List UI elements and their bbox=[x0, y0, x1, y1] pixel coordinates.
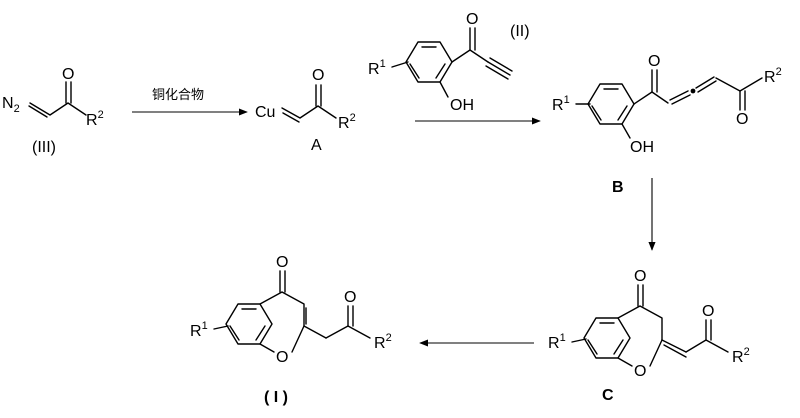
r2-group: R2 bbox=[374, 332, 392, 352]
r1-group: R1 bbox=[548, 332, 566, 352]
compound-ynone: O OH R1 (II) bbox=[368, 11, 530, 114]
arrow-step-1: 铜化合物 bbox=[132, 88, 248, 116]
r2-group: R2 bbox=[732, 346, 750, 366]
compound-label-B: B bbox=[612, 179, 624, 196]
compound-label-A: A bbox=[311, 137, 322, 154]
side-chain-oxygen: O bbox=[344, 289, 356, 306]
ketone-oxygen-2: O bbox=[736, 111, 748, 128]
hydroxyl-group: OH bbox=[450, 97, 474, 114]
r1-group: R1 bbox=[190, 320, 208, 340]
compound-copper-carbene: O Cu R2 A bbox=[255, 67, 356, 154]
r1-group: R1 bbox=[368, 58, 386, 78]
ring-oxygen: O bbox=[634, 363, 646, 380]
compound-chromone: O O O R1 R2 ( I ) bbox=[190, 254, 392, 406]
carbonyl-oxygen: O bbox=[62, 66, 74, 83]
copper-label: Cu bbox=[255, 104, 275, 121]
r2-group: R2 bbox=[86, 109, 104, 129]
carbonyl-oxygen: O bbox=[466, 11, 478, 28]
r2-group: R2 bbox=[338, 112, 356, 132]
side-chain-oxygen: O bbox=[702, 303, 714, 320]
compound-label-II: (II) bbox=[510, 23, 530, 40]
ketone-oxygen: O bbox=[276, 254, 288, 271]
r1-group: R1 bbox=[552, 94, 570, 114]
reagent-label: 铜化合物 bbox=[152, 88, 204, 103]
compound-diazo-ketone: O N2 R2 (III) bbox=[2, 66, 104, 156]
compound-label-C: C bbox=[602, 387, 614, 404]
r2-group: R2 bbox=[764, 66, 782, 86]
ketone-oxygen-1: O bbox=[648, 53, 660, 70]
ring-oxygen: O bbox=[276, 349, 288, 366]
compound-allene: O O OH R1 R2 B bbox=[552, 53, 782, 196]
carbonyl-oxygen: O bbox=[312, 67, 324, 84]
ketone-oxygen: O bbox=[634, 268, 646, 285]
hydroxyl-group: OH bbox=[630, 139, 654, 156]
compound-chromanone: O O O R1 R2 C bbox=[548, 268, 750, 404]
diazo-label: N2 bbox=[2, 95, 20, 115]
compound-label-I: ( I ) bbox=[264, 389, 288, 406]
compound-label-III: (III) bbox=[32, 139, 56, 156]
